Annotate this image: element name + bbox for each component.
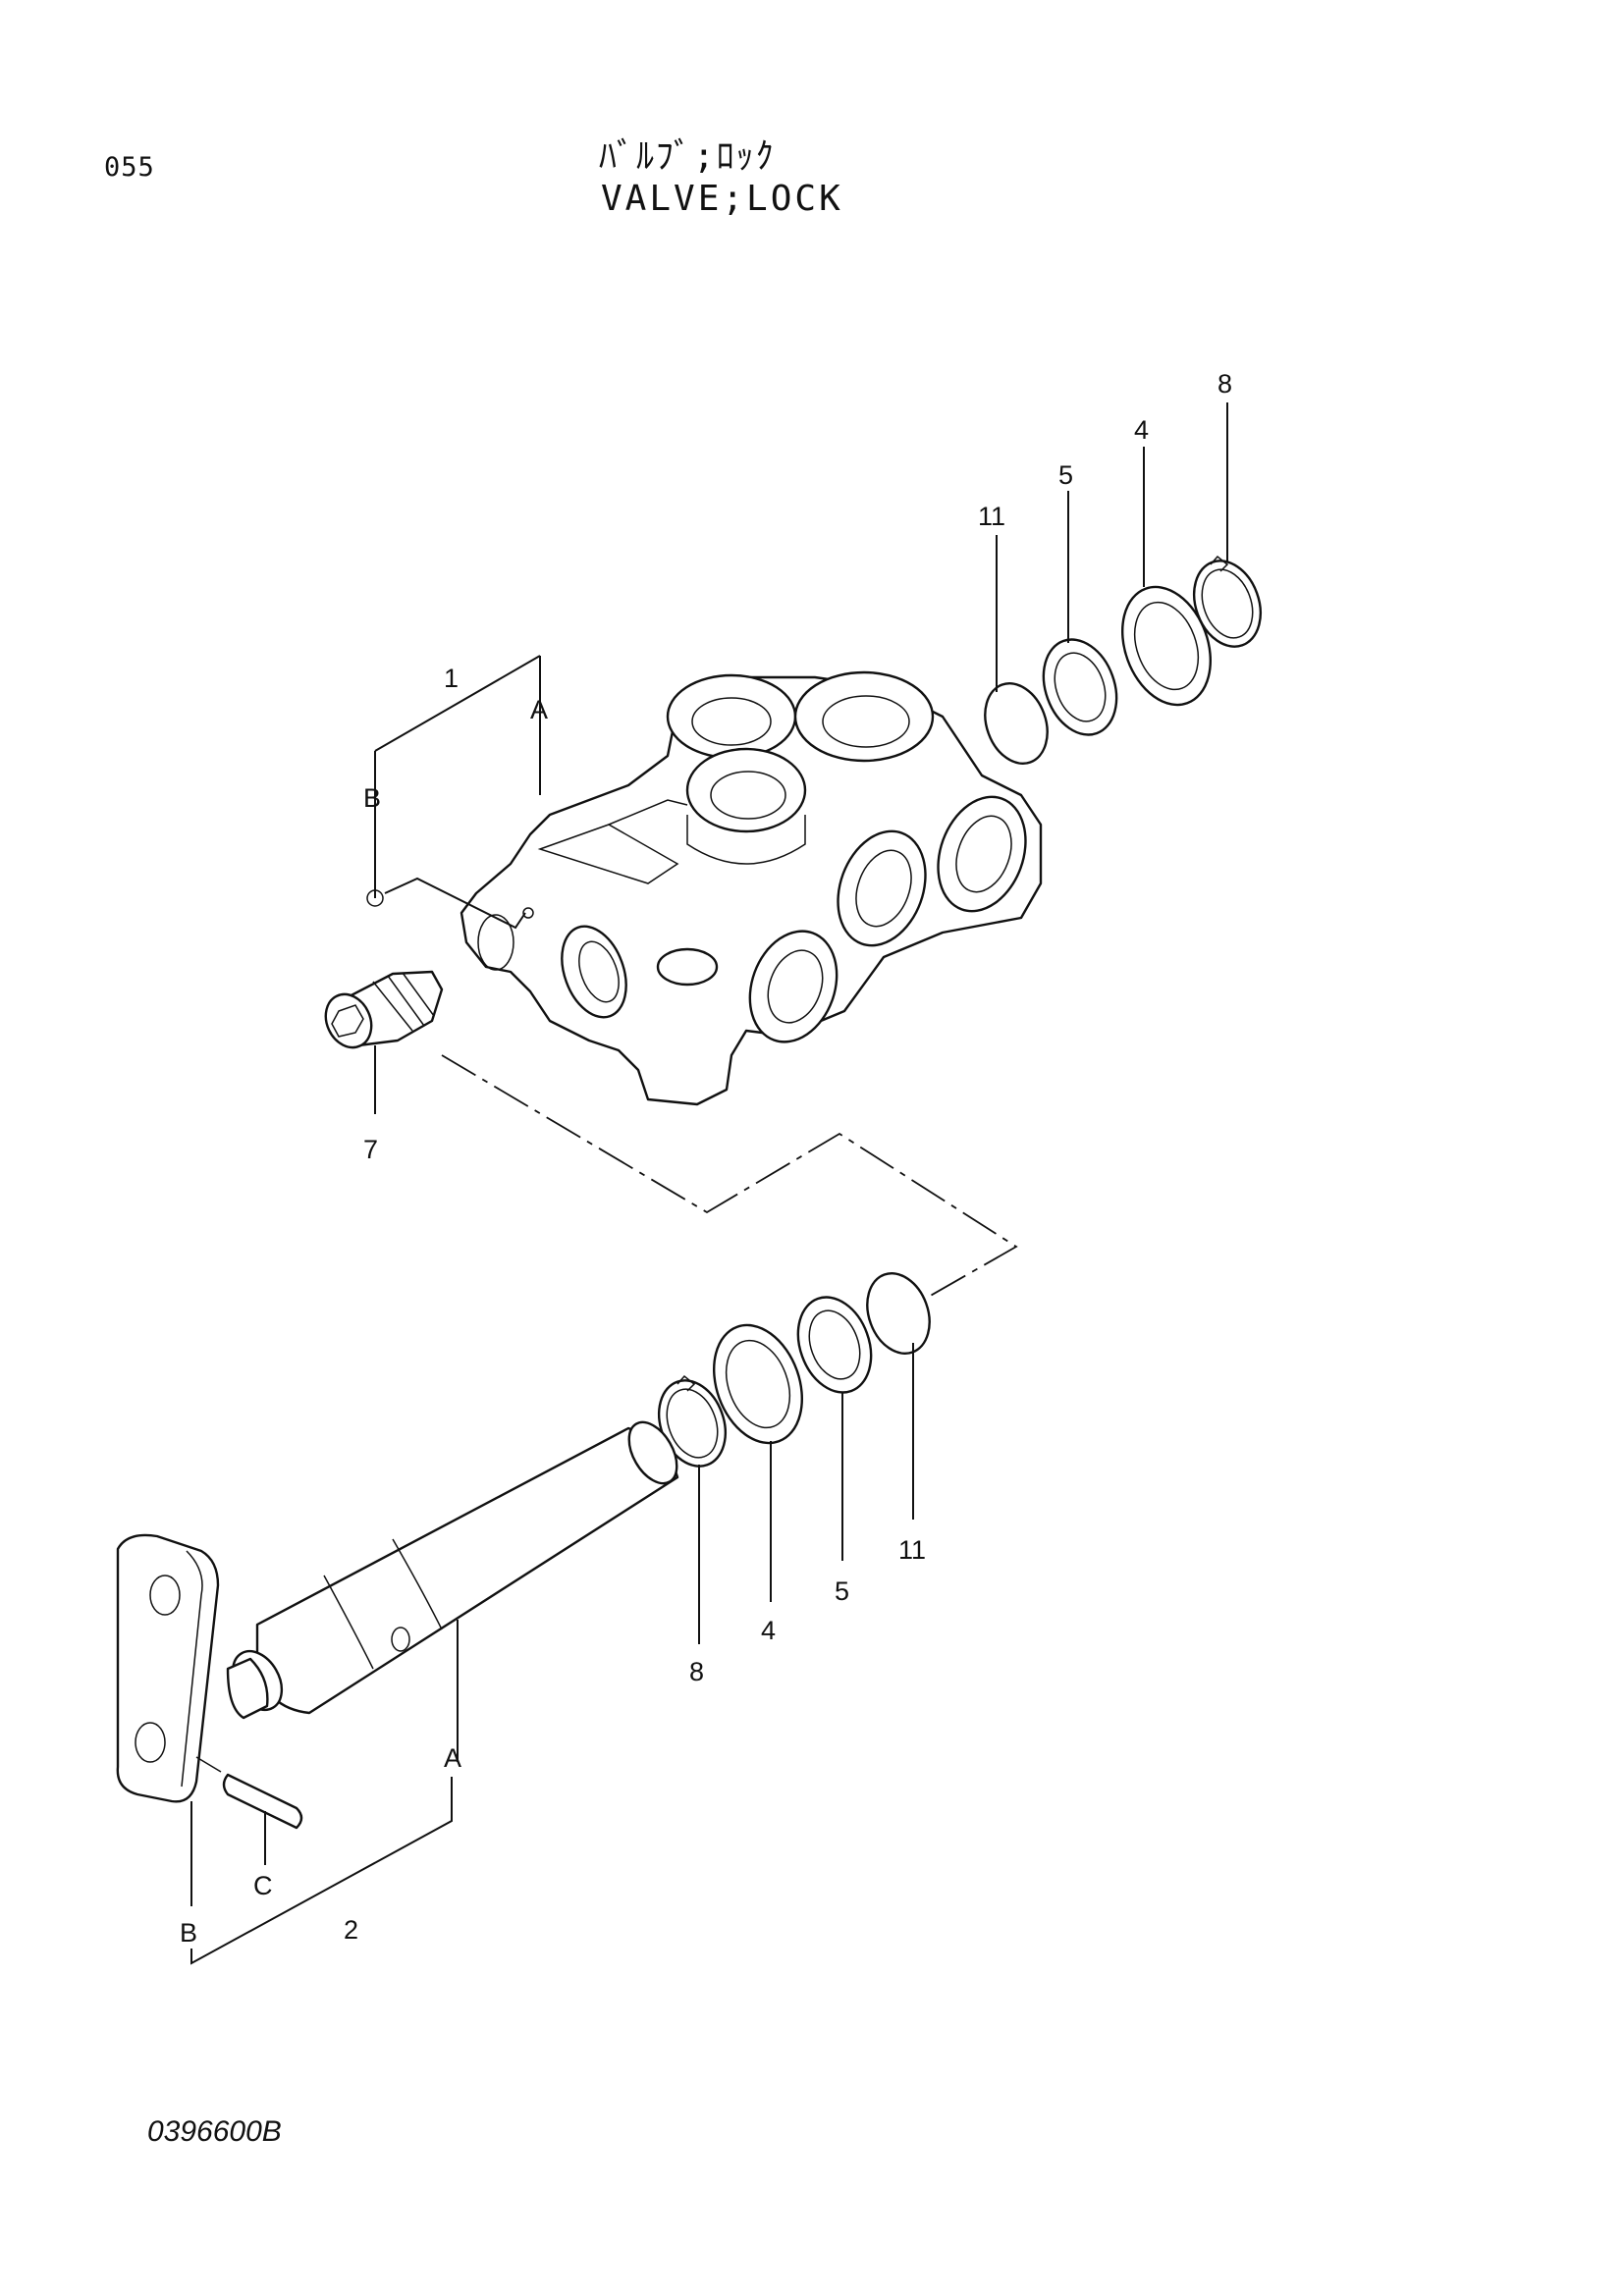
page-number: 055 (104, 152, 155, 183)
callout-1-upper: 1 (444, 664, 459, 693)
backup-ring-lower (796, 1296, 873, 1394)
drawing-number: 0396600B (147, 2115, 282, 2148)
callout-A-lower: A (444, 1743, 461, 1773)
callout-8-upper: 8 (1217, 369, 1232, 399)
spool-shaft (226, 1420, 679, 1720)
backup-ring-upper (1042, 638, 1118, 736)
callout-labels: 1 A B 7 11 5 4 8 8 4 5 11 A B C 2 (180, 369, 1232, 1948)
callout-2-lower: 2 (344, 1915, 358, 1945)
o-ring-upper (984, 682, 1049, 765)
washer-upper (1120, 585, 1213, 707)
callout-C-lower: C (253, 1871, 273, 1900)
upper-seals (984, 555, 1262, 765)
callout-5-upper: 5 (1058, 460, 1073, 490)
callout-7-upper: 7 (363, 1135, 378, 1164)
spring-pin (195, 1756, 303, 1830)
title-english: VALVE;LOCK (601, 179, 843, 219)
callout-11-lower: 11 (898, 1535, 926, 1565)
callout-4-lower: 4 (761, 1616, 776, 1645)
title-japanese: ﾊﾞﾙﾌﾞ;ﾛｯｸ (599, 136, 776, 177)
link-plate (116, 1533, 220, 1803)
upper-leader-lines (366, 402, 1228, 1307)
callout-A-upper: A (530, 695, 548, 724)
washer-lower (712, 1323, 804, 1445)
callout-11-upper: 11 (978, 502, 1005, 531)
valve-body (460, 670, 1043, 1106)
callout-4-upper: 4 (1134, 415, 1149, 445)
callout-5-lower: 5 (835, 1576, 849, 1606)
lower-seals (658, 1272, 931, 1468)
callout-B-upper: B (363, 783, 381, 813)
callout-B-lower: B (180, 1918, 197, 1948)
plug-part (324, 970, 444, 1049)
lower-leader-lines (190, 1343, 914, 1965)
callout-8-lower: 8 (689, 1657, 704, 1686)
